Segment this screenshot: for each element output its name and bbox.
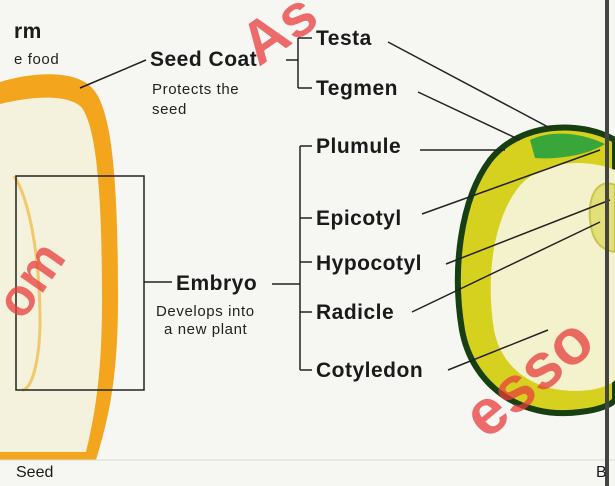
embryo-label: Embryo — [176, 272, 257, 296]
bean-caption-partial: B — [596, 464, 607, 482]
seed-caption: Seed — [16, 464, 53, 482]
cotyledon-label: Cotyledon — [316, 359, 423, 383]
tegmen-label: Tegmen — [316, 77, 398, 101]
radicle-label: Radicle — [316, 301, 394, 325]
plumule-label: Plumule — [316, 135, 401, 159]
hypocotyl-label: Hypocotyl — [316, 252, 422, 276]
embryo-desc-line2: a new plant — [164, 320, 247, 339]
endosperm-label-partial: rm — [14, 20, 42, 44]
seed-coat-desc-line2: seed — [152, 100, 187, 119]
seed-coat-label: Seed Coat — [150, 48, 257, 72]
seed-coat-desc-line1: Protects the — [152, 80, 239, 99]
embryo-desc-line1: Develops into — [156, 302, 255, 321]
epicotyl-label: Epicotyl — [316, 207, 402, 231]
food-label-partial: e food — [14, 50, 59, 69]
